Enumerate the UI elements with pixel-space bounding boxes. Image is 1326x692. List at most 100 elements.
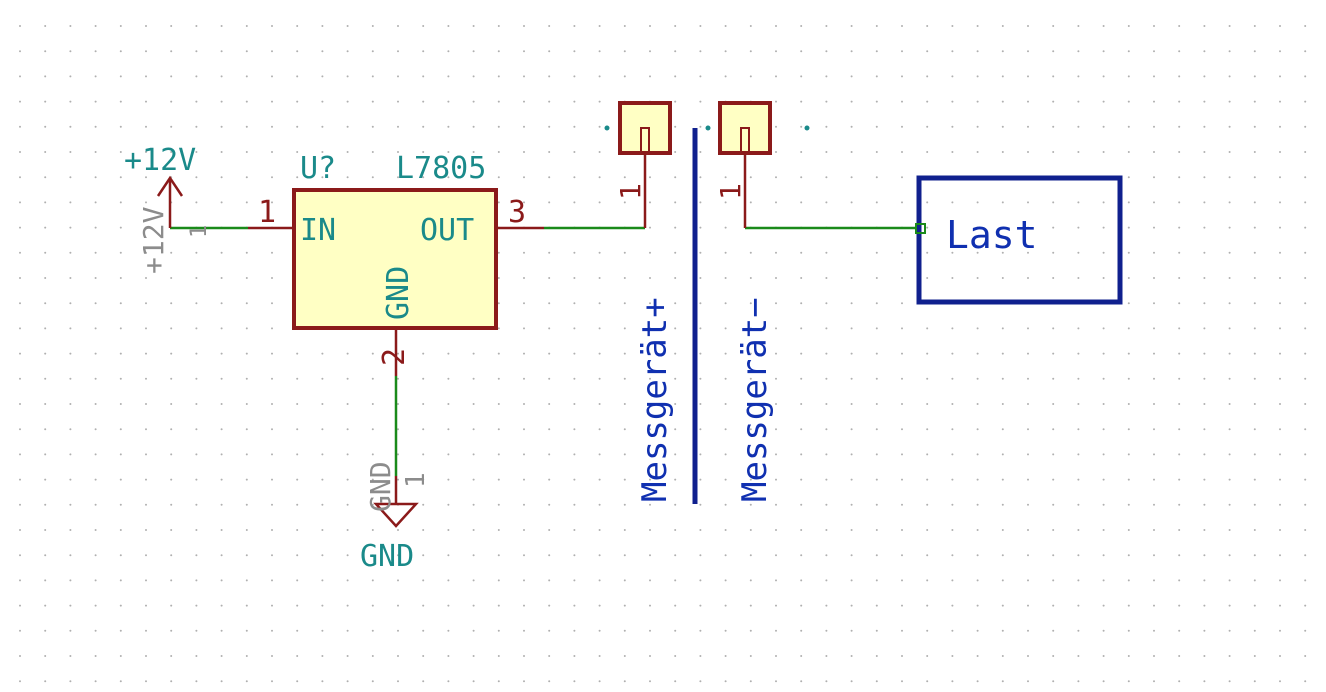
grid-dot xyxy=(497,327,500,330)
grid-dot xyxy=(69,655,72,657)
grid-dot xyxy=(825,428,828,431)
grid-dot xyxy=(649,25,651,27)
grid-dot xyxy=(800,100,803,103)
grid-dot xyxy=(1203,655,1206,657)
power-gnd-symbol[interactable] xyxy=(373,476,419,528)
grid-dot xyxy=(875,251,878,254)
grid-dot xyxy=(19,151,21,153)
grid-dot xyxy=(649,251,651,254)
grid-dot xyxy=(271,604,273,607)
grid-dot xyxy=(119,352,122,355)
grid-dot xyxy=(1153,75,1155,78)
grid-dot xyxy=(145,75,147,78)
grid-dot xyxy=(1102,327,1105,330)
grid-dot xyxy=(825,75,828,78)
grid-dot xyxy=(195,478,198,481)
connector-meter-plus[interactable] xyxy=(618,101,672,228)
grid-dot xyxy=(346,680,349,683)
grid-dot xyxy=(1052,503,1055,506)
grid-dot xyxy=(749,251,752,254)
grid-dot xyxy=(573,151,576,153)
grid-dot xyxy=(1153,503,1155,506)
connector-meter-minus-pin-number: 1 xyxy=(714,183,747,200)
grid-dot xyxy=(69,377,72,380)
grid-dot xyxy=(397,50,399,53)
grid-dot xyxy=(145,151,147,153)
grid-dot xyxy=(951,201,954,204)
grid-dot xyxy=(699,629,702,632)
regulator-pin-out-number: 3 xyxy=(508,195,526,230)
grid-dot xyxy=(1001,428,1004,431)
grid-dot xyxy=(775,277,777,279)
grid-dot xyxy=(1077,529,1080,531)
grid-dot xyxy=(346,352,349,355)
grid-dot xyxy=(1127,503,1130,506)
grid-dot xyxy=(321,554,324,557)
grid-dot xyxy=(1253,503,1256,506)
grid-dot xyxy=(951,25,954,27)
grid-dot xyxy=(195,655,198,657)
grid-dot xyxy=(1203,680,1206,683)
grid-dot xyxy=(649,201,651,204)
grid-dot xyxy=(397,478,399,481)
grid-dot xyxy=(674,428,677,431)
grid-dot xyxy=(44,604,47,607)
grid-dot xyxy=(346,579,349,582)
grid-dot xyxy=(497,503,500,506)
regulator-l7805[interactable] xyxy=(248,188,544,376)
grid-dot xyxy=(69,579,72,582)
grid-dot xyxy=(724,25,727,27)
grid-dot xyxy=(245,277,248,279)
grid-dot xyxy=(1203,226,1206,229)
grid-dot xyxy=(548,629,551,632)
grid-dot xyxy=(346,125,349,128)
grid-dot xyxy=(371,75,374,78)
grid-dot xyxy=(119,403,122,405)
load-box[interactable] xyxy=(915,175,1123,305)
grid-dot xyxy=(1279,403,1281,405)
grid-dot xyxy=(548,529,551,531)
power-12v-symbol[interactable] xyxy=(156,175,184,228)
grid-dot xyxy=(951,453,954,456)
regulator-body[interactable] xyxy=(292,188,498,330)
grid-dot xyxy=(447,428,450,431)
grid-dot xyxy=(523,302,525,305)
grid-dot xyxy=(145,554,147,557)
grid-dot xyxy=(1077,50,1080,53)
grid-dot xyxy=(472,377,475,380)
grid-dot xyxy=(699,151,702,153)
grid-dot xyxy=(1027,377,1029,380)
grid-dot xyxy=(1102,25,1105,27)
grid-dot xyxy=(397,529,399,531)
grid-dot xyxy=(119,579,122,582)
grid-dot xyxy=(19,226,21,229)
grid-dot xyxy=(1253,226,1256,229)
connector-meter-minus[interactable] xyxy=(718,101,772,228)
grid-dot xyxy=(346,554,349,557)
grid-dot xyxy=(271,201,273,204)
grid-dot xyxy=(472,428,475,431)
grid-dot xyxy=(901,579,903,582)
grid-dot xyxy=(94,478,97,481)
grid-dot xyxy=(850,352,853,355)
grid-dot xyxy=(346,655,349,657)
grid-dot xyxy=(1052,428,1055,431)
grid-dot xyxy=(1279,151,1281,153)
grid-dot xyxy=(1102,554,1105,557)
load-terminal[interactable] xyxy=(915,223,926,234)
grid-dot xyxy=(901,100,903,103)
grid-dot xyxy=(195,554,198,557)
grid-dot xyxy=(1102,226,1105,229)
grid-dot xyxy=(94,75,97,78)
grid-dot xyxy=(296,629,299,632)
grid-dot xyxy=(1127,176,1130,179)
grid-dot xyxy=(1304,377,1307,380)
grid-dot xyxy=(598,201,601,204)
grid-dot xyxy=(44,503,47,506)
grid-dot xyxy=(1001,629,1004,632)
grid-dot xyxy=(1203,377,1206,380)
grid-dot xyxy=(271,176,273,179)
grid-dot xyxy=(1127,277,1130,279)
grid-dot xyxy=(397,100,399,103)
grid-dot xyxy=(1102,377,1105,380)
